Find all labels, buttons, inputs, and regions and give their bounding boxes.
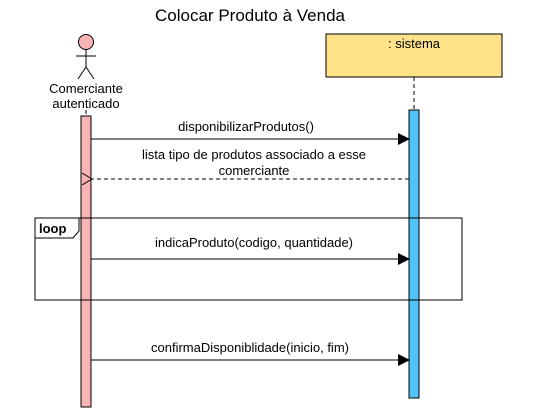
message-label-2-line1: lista tipo de produtos associado a esse [142, 147, 366, 162]
diagram-title: Colocar Produto à Venda [155, 6, 346, 25]
system-box [325, 33, 503, 78]
system-activation-bar [408, 109, 420, 399]
loop-fragment-frame [34, 217, 463, 301]
loop-operator-label: loop [39, 221, 66, 236]
actor-name-line2: autenticado [52, 96, 119, 111]
actor-activation-bar [80, 115, 92, 408]
message-label-1: disponibilizarProdutos() [178, 119, 314, 134]
system-label: : sistema [388, 36, 441, 51]
loop-fragment-tab [34, 217, 80, 239]
message-label-3: indicaProduto(codigo, quantidade) [155, 235, 353, 250]
actor-name-line1: Comerciante [49, 81, 123, 96]
message-label-2-line2: comerciante [219, 163, 290, 178]
actor-icon [76, 34, 96, 80]
message-label-4: confirmaDisponiblidade(inicio, fim) [151, 340, 349, 355]
actor-head [78, 34, 94, 50]
